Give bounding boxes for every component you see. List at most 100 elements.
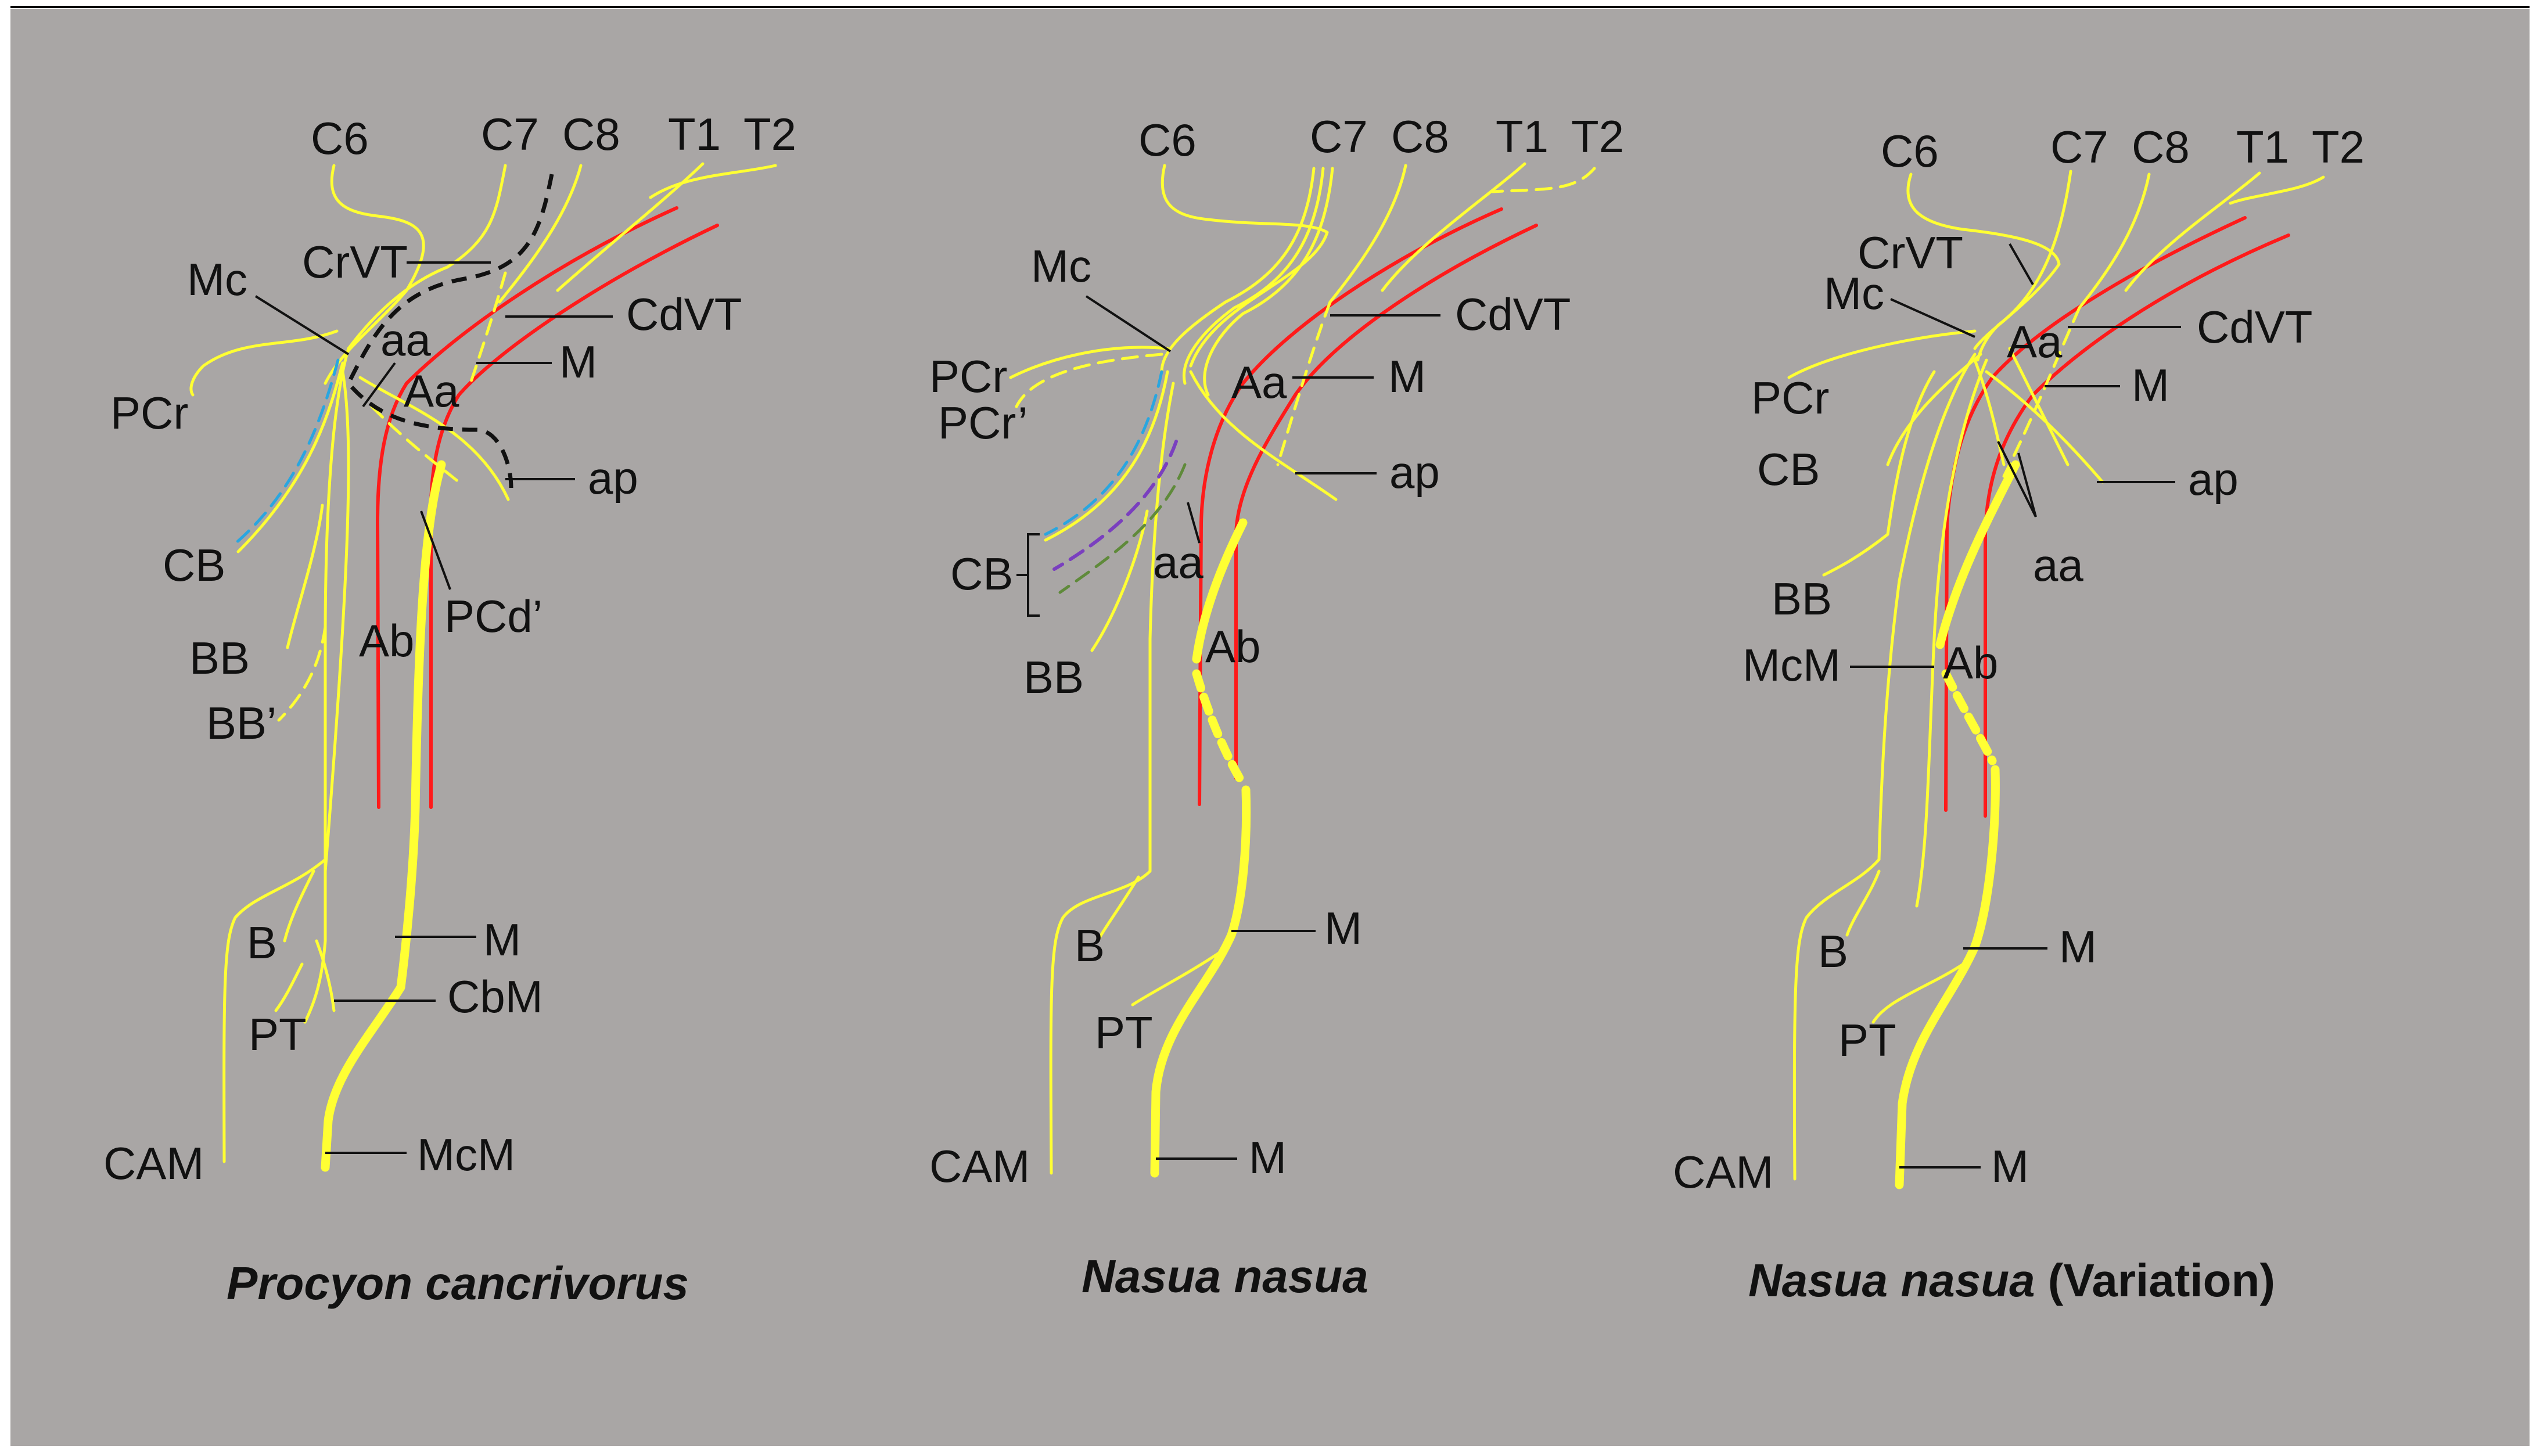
label-c6: C6 <box>1138 114 1197 166</box>
label-t2: T2 <box>743 109 796 160</box>
label-t1: T1 <box>668 109 721 160</box>
label-cb: CB <box>1757 444 1820 495</box>
caption-species: Nasua nasua <box>1748 1254 2035 1306</box>
leader-aa <box>1187 502 1201 544</box>
nerve-bb-prime <box>277 625 327 722</box>
nerve-cord-medial <box>1792 353 1977 1181</box>
nerve-root-c7-b <box>1183 167 1325 385</box>
nerve-ap <box>1189 370 1338 501</box>
label-cam: CAM <box>1673 1146 1773 1198</box>
label-bb: BB <box>1023 652 1084 703</box>
label-ab: Ab <box>1943 637 1998 688</box>
label-cb: CB <box>950 548 1013 599</box>
nerve-aa-b <box>2008 347 2070 466</box>
label-pt: PT <box>249 1009 307 1060</box>
nerve-ap <box>358 376 510 501</box>
label-mc: Mc <box>1824 268 1884 319</box>
artery-left <box>1198 207 1503 806</box>
variant-purple-cb <box>1052 440 1178 571</box>
label-ab: Ab <box>359 615 414 666</box>
nerve-root-t1 <box>2124 171 2261 292</box>
nerve-root-c7 <box>347 164 507 350</box>
nerve-root-c6 <box>1161 164 1329 368</box>
label-crvt: CrVT <box>1858 227 1963 278</box>
nerve-median-thick-upper <box>1935 460 2020 649</box>
caption-nasua-variation: Nasua nasua (Variation) <box>1748 1254 2275 1306</box>
label-b: B <box>247 917 277 968</box>
label-pcr: PCr <box>929 351 1007 402</box>
nerve-cord-musculocutaneous <box>324 370 350 873</box>
variant-blue-cb <box>231 358 340 548</box>
variant-blue-cb <box>1044 370 1163 536</box>
label-cam: CAM <box>103 1138 204 1189</box>
caption-variation: (Variation) <box>2048 1254 2275 1306</box>
label-ab: Ab <box>1205 621 1260 672</box>
label-c8: C8 <box>1391 111 1449 162</box>
nerve-b <box>1845 869 1881 937</box>
label-pcr: PCr <box>1751 372 1829 423</box>
label-c6: C6 <box>311 113 369 164</box>
label-m-bot: M <box>1249 1132 1287 1183</box>
label-c7: C7 <box>481 109 539 160</box>
leader-aa <box>362 362 396 408</box>
nerve-bb <box>1090 509 1149 652</box>
caption-species: Procyon cancrivorus <box>227 1257 689 1309</box>
nerve-pcr <box>189 329 339 397</box>
label-cdvt: CdVT <box>2197 301 2312 353</box>
nerve-root-c6 <box>324 164 425 385</box>
leader-aa-2 <box>2017 452 2037 517</box>
nerve-median-thick-lower <box>1150 785 1251 1178</box>
nerve-root-t2 <box>1491 167 1596 193</box>
label-b: B <box>1818 926 1848 977</box>
label-cb: CB <box>163 540 225 591</box>
nerve-b <box>1096 875 1140 943</box>
label-c6: C6 <box>1881 125 1939 177</box>
label-b: B <box>1075 920 1105 971</box>
nerve-dashed-m <box>1276 300 1332 466</box>
nerve-pt <box>1131 951 1222 1006</box>
artery-right <box>1984 233 2290 818</box>
label-mc: Mc <box>187 254 247 305</box>
label-bb-prime: BB’ <box>206 698 276 749</box>
leader-mc <box>254 295 350 355</box>
label-m-bot: M <box>1991 1141 2029 1192</box>
nerve-root-t1 <box>556 162 705 292</box>
label-pcr: PCr <box>110 387 188 438</box>
nerve-bb <box>286 504 324 649</box>
leader-mc <box>1890 298 1975 338</box>
nerve-root-c8 <box>498 164 583 304</box>
nerve-root-c7 <box>1976 170 2072 362</box>
label-aa-upper: Aa <box>1231 357 1287 408</box>
panel-nasua: C6 C7 C8 T1 T2 Mc CdVT PCr PCr’ Aa M ap … <box>929 111 1624 1302</box>
nerve-pcr <box>1787 329 1977 379</box>
leader-pcd <box>420 511 451 590</box>
label-pt: PT <box>1838 1015 1896 1066</box>
nerve-root-t2 <box>649 164 777 199</box>
nerve-root-t1 <box>1381 162 1526 292</box>
nerve-pcr-prime <box>1015 353 1163 408</box>
label-pcr-prime: PCr’ <box>938 397 1028 448</box>
nerve-root-c7-a <box>1160 167 1316 373</box>
label-aa-upper: Aa <box>404 365 459 416</box>
label-m-top: M <box>559 336 597 387</box>
label-cam: CAM <box>929 1141 1030 1192</box>
nerve-median-thick-upper <box>1192 518 1248 664</box>
label-c8: C8 <box>562 109 620 160</box>
label-m-mid: M <box>1324 903 1362 954</box>
caption-species: Nasua nasua <box>1082 1250 1368 1302</box>
nerve-median-thick-lower <box>1895 765 2000 1189</box>
label-aa: aa <box>2033 540 2083 591</box>
nerve-median-thick-dashed <box>1941 669 1997 765</box>
label-crvt: CrVT <box>302 236 408 287</box>
nerve-dashed-aa <box>370 405 461 484</box>
nerve-root-c8 <box>2078 172 2151 310</box>
nerve-cb <box>1044 370 1169 542</box>
nerve-cord-lateral <box>1915 358 1988 908</box>
panel-nasua-variation: C6 C7 C8 T1 T2 CrVT Mc Aa CdVT PCr M CB … <box>1673 121 2365 1306</box>
caption-nasua: Nasua nasua <box>1082 1250 1368 1302</box>
panel-procyon: C6 C7 C8 T1 T2 CrVT Mc aa CdVT M Aa PCr … <box>103 109 796 1309</box>
nerve-dashed-m <box>2002 306 2081 478</box>
nerve-median-thick <box>321 460 446 1172</box>
nerve-cbm <box>315 939 336 1012</box>
